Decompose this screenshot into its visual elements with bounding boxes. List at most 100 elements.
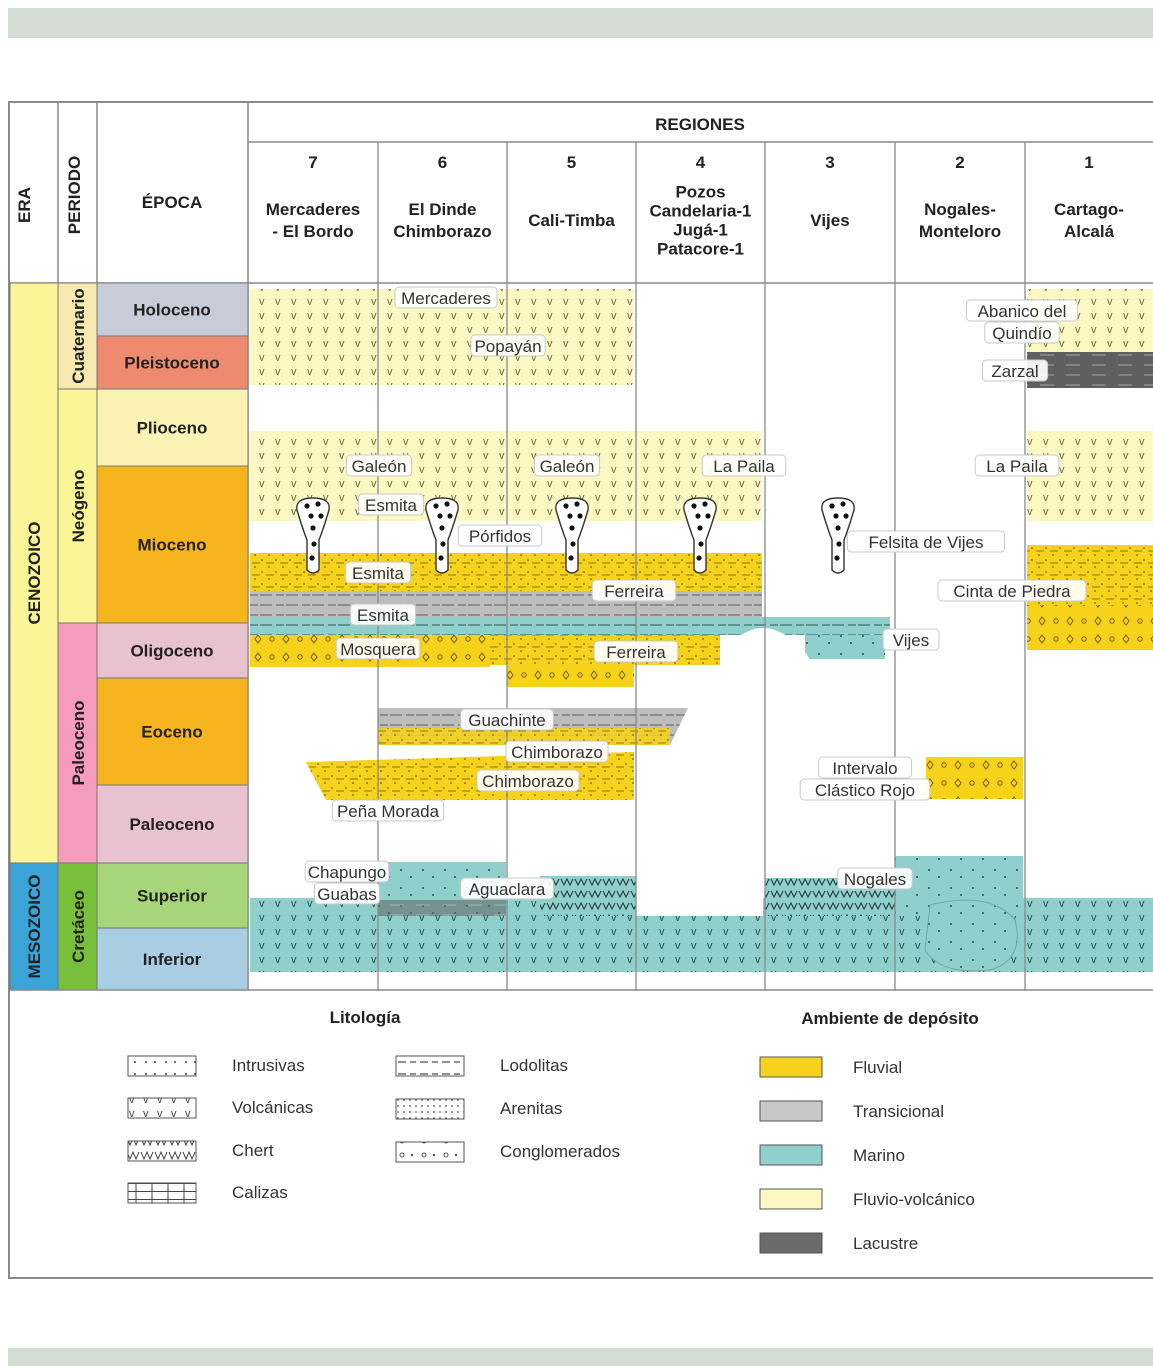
unit-label: Pórfidos (469, 527, 531, 546)
stock-dot (309, 555, 315, 561)
stock-dot (315, 501, 321, 507)
epoch-label: Eoceno (141, 723, 202, 742)
unit-label: Zarzal (991, 362, 1038, 381)
unit-label-box (457, 524, 543, 547)
lithology-swatch (127, 1097, 197, 1119)
bottom-band (8, 1348, 1153, 1366)
region-name: Jugá-1 (673, 221, 728, 240)
chapungo-body (378, 900, 506, 916)
epoch-label: Superior (137, 887, 207, 906)
epoch-cell (96, 388, 249, 467)
unit-label-box (476, 769, 580, 792)
lithology-label: Calizas (232, 1183, 288, 1202)
period-cell (57, 862, 98, 991)
unit-label-box (505, 740, 609, 763)
unit-label-box (335, 637, 421, 660)
epoch-cell (96, 465, 249, 624)
unit-label-box (345, 454, 413, 477)
top-band (8, 8, 1153, 38)
intrusive-body (924, 899, 1018, 972)
unit-label: Guabas (317, 885, 377, 904)
gap-white (636, 860, 763, 916)
unit-label-box (313, 882, 381, 905)
era-header: ERA (15, 187, 34, 223)
stock-dot (318, 513, 324, 519)
era-cell (9, 862, 59, 991)
unit-label: Galeón (540, 457, 595, 476)
unit-label-box (394, 286, 498, 309)
environment-label: Transicional (853, 1102, 944, 1121)
lithology-legend: IntrusivasVolcánicasChertCalizasLodolita… (127, 1055, 620, 1204)
stock-dot (691, 503, 697, 509)
unit-label: Guachinte (468, 711, 546, 730)
stock-dot (570, 541, 576, 547)
unit-label: Quindío (992, 324, 1052, 343)
unit-label-box (331, 799, 445, 822)
stock-dot (440, 541, 446, 547)
environment-swatch (759, 1232, 823, 1254)
region-name: El Dinde (408, 200, 476, 219)
region-number: 6 (438, 153, 447, 172)
unit-label: Nogales (844, 870, 906, 889)
period-cell (57, 282, 98, 390)
regiones-header: REGIONES (655, 115, 745, 134)
stock-dot (702, 501, 708, 507)
cinta-cong-body (1027, 605, 1153, 650)
unit-label-box (837, 867, 913, 890)
unit-label: Chimborazo (482, 772, 574, 791)
periodo-header: PERIODO (65, 156, 84, 234)
stock-dot (444, 501, 450, 507)
unit-label: La Paila (986, 457, 1048, 476)
region-name: Vijes (810, 211, 849, 230)
ferreira-cong-body (507, 665, 634, 687)
lithology-label: Lodolitas (500, 1056, 568, 1075)
epoch-label: Inferior (143, 950, 202, 969)
lithology-label: Arenitas (500, 1099, 562, 1118)
porfidos-stocks (296, 497, 855, 574)
epoch-label: Mioceno (138, 536, 207, 555)
epoch-cell (96, 335, 249, 390)
unit-label-box (799, 778, 931, 801)
environment-label: Marino (853, 1146, 905, 1165)
stock-dot (695, 513, 701, 519)
region-number: 4 (696, 153, 706, 172)
unit-label: Aguaclara (469, 880, 546, 899)
stock-dot (439, 525, 445, 531)
unit-label: Felsita de Vijes (869, 533, 984, 552)
unit-label-box (357, 493, 425, 516)
esmita-transitional-body (250, 591, 762, 617)
stock-dot (843, 513, 849, 519)
region-name: Candelaria-1 (649, 202, 751, 221)
unit-label-box (937, 579, 1087, 602)
stock-dot (568, 555, 574, 561)
era-label: CENOZOICO (25, 522, 44, 625)
stock-dot (835, 525, 841, 531)
unit-label: Ferreira (606, 643, 666, 662)
epoch-label: Holoceno (133, 301, 210, 320)
region-name: - El Bordo (272, 222, 353, 241)
unit-label: Abanico del (978, 302, 1067, 321)
unit-label-box (349, 603, 417, 626)
environment-label: Lacustre (853, 1234, 918, 1253)
region-name: Nogales- (924, 200, 996, 219)
epoch-cell (96, 677, 249, 786)
stock-dot (696, 555, 702, 561)
period-label: Neógeno (69, 470, 88, 543)
era-label: MESOZOICO (25, 875, 44, 979)
stock-dot (705, 513, 711, 519)
epoch-label: Plioceno (137, 419, 208, 438)
epoch-cell (96, 784, 249, 864)
unit-label: Esmita (365, 496, 418, 515)
unit-label-box (818, 756, 912, 779)
unit-label-box (981, 359, 1049, 382)
unit-label: Esmita (352, 564, 405, 583)
unit-label-box (846, 530, 1006, 553)
region-name: Patacore-1 (657, 240, 744, 259)
environment-title: Ambiente de depósito (801, 1009, 979, 1028)
unit-label: Mercaderes (401, 289, 491, 308)
unit-label-box (593, 640, 679, 663)
stock-dot (840, 501, 846, 507)
region-number: 7 (308, 153, 317, 172)
stock-dot (577, 513, 583, 519)
